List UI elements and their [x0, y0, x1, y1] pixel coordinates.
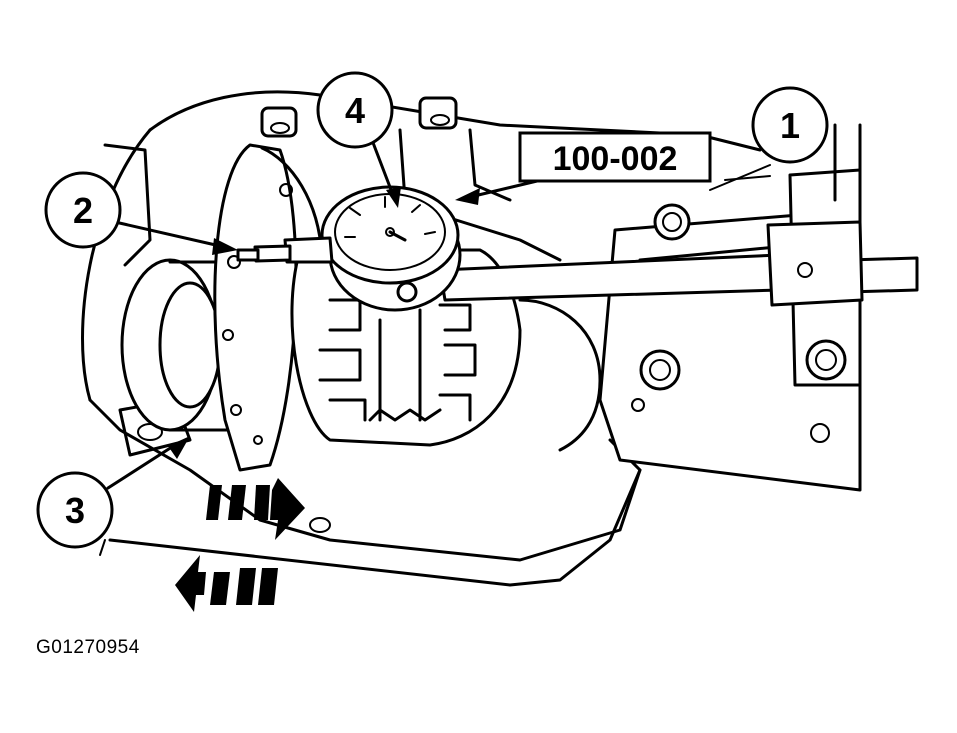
tool-number: 100-002 — [553, 140, 678, 178]
callout-1-label: 1 — [780, 105, 800, 146]
callout-4-label: 4 — [345, 90, 365, 131]
callout-3-label: 3 — [65, 490, 85, 531]
ring-gear — [213, 143, 324, 472]
movement-arrows — [175, 478, 305, 612]
tool-number-box: 100-002 — [518, 131, 712, 183]
dial-indicator — [236, 185, 462, 312]
leader-lines — [106, 138, 771, 490]
indicator-arm — [438, 220, 919, 307]
callout-2: 2 — [44, 171, 122, 249]
callout-2-label: 2 — [73, 190, 93, 231]
callout-3: 3 — [36, 471, 114, 549]
bearing-cap — [120, 258, 242, 432]
housing — [81, 90, 762, 587]
callout-1: 1 — [751, 86, 829, 164]
callout-4: 4 — [316, 71, 394, 149]
image-code: G01270954 — [36, 637, 140, 658]
